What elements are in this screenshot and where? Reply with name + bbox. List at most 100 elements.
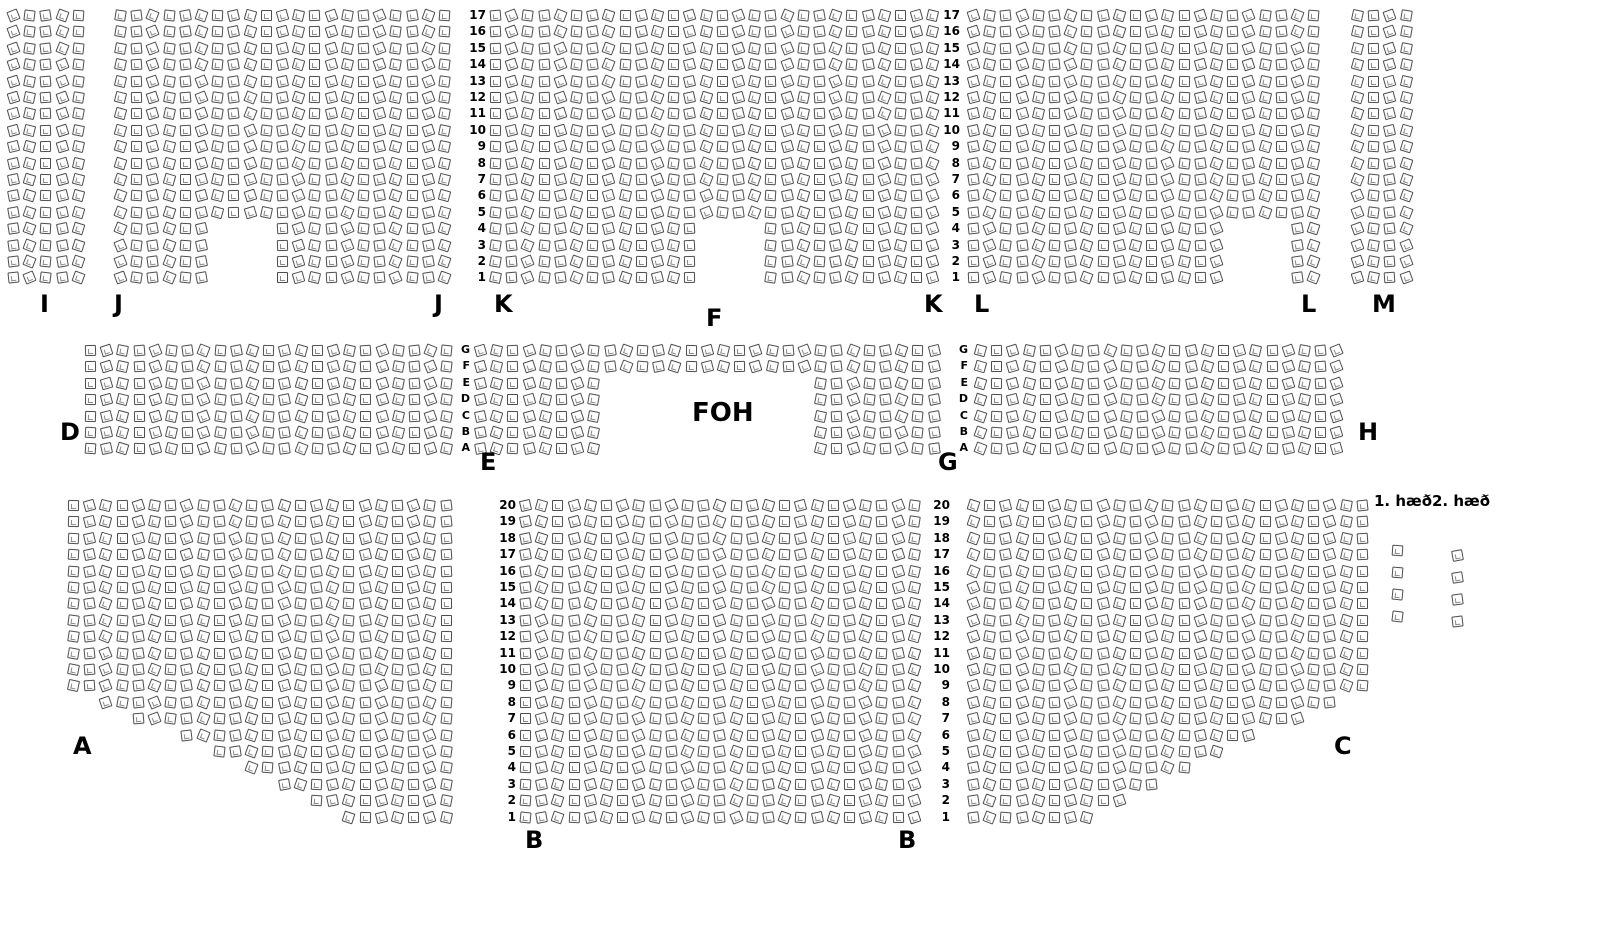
seat[interactable] (777, 777, 792, 792)
seat[interactable] (342, 712, 356, 726)
seat[interactable] (1290, 74, 1305, 89)
seat[interactable] (845, 392, 861, 407)
seat[interactable] (359, 745, 371, 758)
seat[interactable] (583, 662, 598, 677)
seat[interactable] (100, 425, 114, 440)
seat[interactable] (569, 123, 584, 137)
seat[interactable] (521, 156, 535, 170)
seat[interactable] (99, 515, 113, 529)
seat[interactable] (1177, 532, 1191, 545)
seat[interactable] (99, 343, 114, 358)
seat[interactable] (650, 139, 665, 154)
seat[interactable] (162, 42, 176, 55)
seat[interactable] (665, 712, 678, 725)
seat[interactable] (1258, 712, 1272, 726)
seat[interactable] (1368, 59, 1380, 71)
seat[interactable] (423, 425, 438, 440)
seat[interactable] (260, 58, 273, 71)
seat[interactable] (1307, 91, 1321, 104)
seat[interactable] (519, 630, 532, 643)
seat[interactable] (227, 107, 241, 121)
seat[interactable] (632, 564, 646, 578)
seat[interactable] (810, 678, 825, 693)
seat[interactable] (1047, 564, 1062, 578)
seat[interactable] (1144, 629, 1159, 644)
seat[interactable] (507, 344, 519, 357)
seat[interactable] (373, 205, 387, 219)
seat[interactable] (1193, 25, 1208, 39)
seat[interactable] (275, 8, 290, 23)
seat[interactable] (570, 442, 585, 456)
seat[interactable] (213, 515, 226, 529)
seat[interactable] (635, 173, 648, 186)
seat[interactable] (534, 662, 549, 677)
seat[interactable] (810, 728, 824, 742)
seat[interactable] (1307, 614, 1320, 627)
seat[interactable] (1226, 647, 1239, 659)
seat[interactable] (521, 25, 535, 39)
seat[interactable] (1226, 515, 1240, 529)
seat[interactable] (631, 760, 646, 775)
seat[interactable] (1063, 695, 1078, 710)
seat[interactable] (982, 793, 997, 808)
seat[interactable] (1356, 581, 1368, 594)
seat[interactable] (22, 205, 37, 220)
seat[interactable] (1000, 663, 1012, 676)
seat[interactable] (1112, 695, 1127, 710)
seat[interactable] (555, 360, 568, 373)
seat[interactable] (194, 8, 209, 23)
seat[interactable] (145, 90, 160, 105)
seat[interactable] (1339, 564, 1353, 578)
seat[interactable] (1063, 106, 1078, 121)
seat[interactable] (179, 271, 192, 284)
seat[interactable] (1129, 663, 1142, 676)
seat[interactable] (1032, 42, 1045, 55)
seat[interactable] (1383, 140, 1397, 154)
seat[interactable] (1096, 646, 1110, 660)
seat[interactable] (1081, 598, 1093, 610)
seat[interactable] (165, 598, 177, 610)
seat[interactable] (392, 344, 405, 357)
seat[interactable] (275, 41, 290, 55)
seat[interactable] (619, 42, 631, 55)
seat[interactable] (131, 613, 145, 627)
seat[interactable] (325, 580, 340, 595)
seat[interactable] (538, 141, 550, 153)
seat[interactable] (1367, 26, 1380, 38)
seat[interactable] (732, 173, 745, 186)
seat[interactable] (1399, 107, 1413, 121)
seat[interactable] (408, 377, 421, 390)
seat[interactable] (291, 172, 306, 187)
seat[interactable] (406, 206, 418, 219)
seat[interactable] (1399, 90, 1413, 105)
seat[interactable] (879, 377, 892, 390)
seat[interactable] (259, 205, 273, 219)
seat[interactable] (877, 123, 892, 138)
seat[interactable] (440, 680, 452, 692)
seat[interactable] (1350, 106, 1365, 121)
seat[interactable] (407, 794, 420, 807)
seat[interactable] (966, 531, 981, 546)
seat[interactable] (1063, 57, 1078, 72)
seat[interactable] (1184, 409, 1198, 423)
seat[interactable] (600, 598, 613, 610)
seat[interactable] (587, 360, 601, 374)
seat[interactable] (391, 409, 405, 423)
seat[interactable] (983, 74, 997, 88)
seat[interactable] (683, 41, 697, 56)
seat[interactable] (648, 761, 662, 775)
seat[interactable] (359, 795, 371, 807)
seat[interactable] (406, 531, 421, 546)
seat[interactable] (551, 761, 565, 775)
seat[interactable] (966, 547, 981, 562)
seat[interactable] (262, 696, 274, 708)
seat[interactable] (227, 25, 241, 39)
seat[interactable] (1097, 255, 1109, 268)
seat[interactable] (535, 744, 549, 759)
seat[interactable] (583, 580, 598, 595)
seat[interactable] (685, 344, 697, 357)
seat[interactable] (764, 255, 778, 268)
seat[interactable] (146, 156, 160, 170)
seat[interactable] (716, 26, 729, 38)
seat[interactable] (228, 629, 243, 644)
